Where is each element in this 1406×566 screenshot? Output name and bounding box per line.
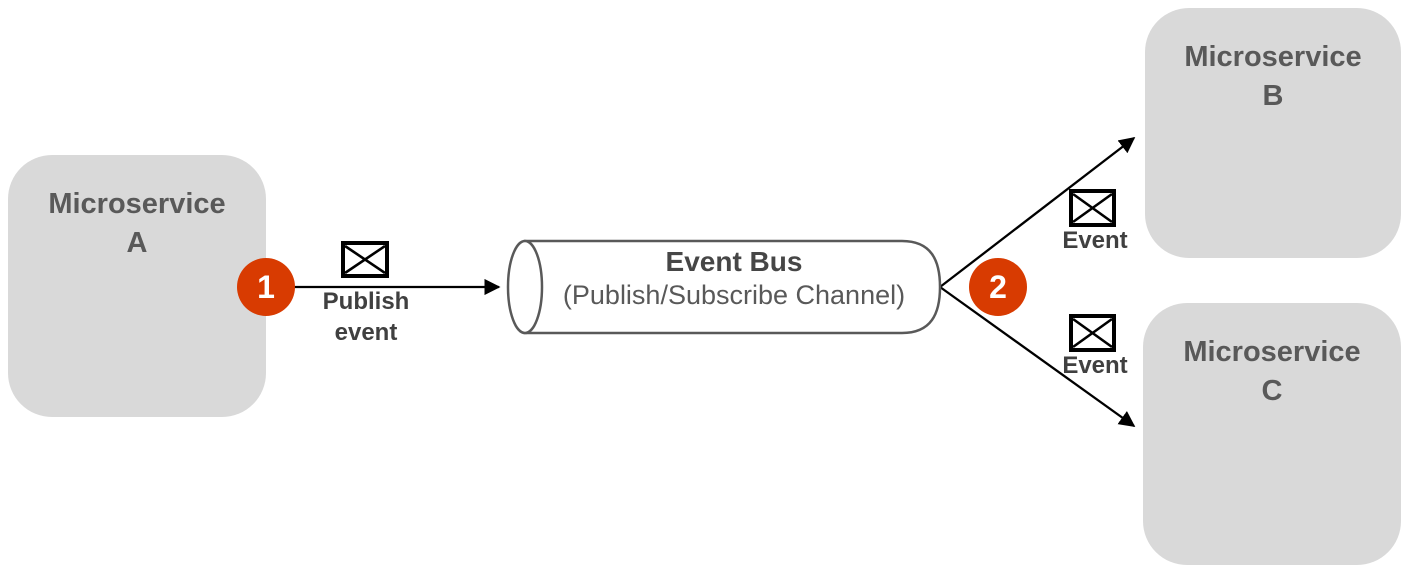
node-label-line2: B [1262,80,1284,113]
node-microservice-c: Microservice C [1143,303,1401,565]
step-2-number: 2 [989,268,1007,305]
event-label-to-c: Event [1062,352,1128,379]
envelope-icon [1069,189,1116,227]
node-label: Microservice A [8,155,266,263]
event-bus-label: Event Bus (Publish/Subscribe Channel) [533,245,935,312]
event-bus-subtitle: (Publish/Subscribe Channel) [562,279,906,310]
node-label-line1: Microservice [48,188,226,220]
step-1-badge: 1 [237,258,295,316]
node-label-line1: Microservice [1184,41,1362,73]
node-microservice-b: Microservice B [1145,8,1401,258]
node-label-line1: Microservice [1183,336,1361,368]
arrow-to-c [939,286,1136,427]
event-bus-title: Event Bus [665,246,803,277]
node-label-line2: A [126,227,148,260]
step-2-badge: 2 [969,258,1027,316]
event-label-to-b: Event [1062,227,1128,254]
node-microservice-a: Microservice A [8,155,266,417]
node-label: Microservice B [1145,8,1401,116]
arrow-to-b [939,137,1136,288]
publish-event-label: Publish event [322,288,410,346]
node-label-line2: C [1261,375,1283,408]
envelope-icon [341,241,389,278]
node-label: Microservice C [1143,303,1401,411]
event-bus-cylinder [506,239,942,335]
step-1-number: 1 [257,268,275,305]
envelope-icon [1069,314,1116,352]
